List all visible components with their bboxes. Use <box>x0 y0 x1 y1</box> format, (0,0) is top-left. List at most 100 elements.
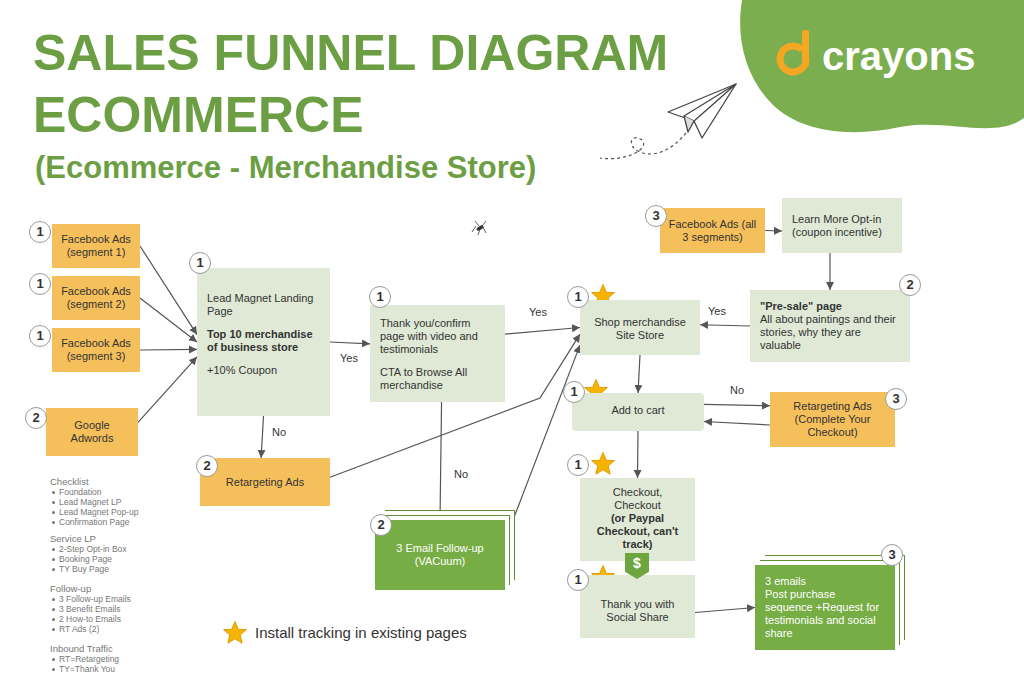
flow-arrow <box>637 431 639 478</box>
callout-number: 2 <box>25 407 47 429</box>
box-subtext: (or Paypal Checkout, can't track) <box>590 512 685 551</box>
callout-number: 1 <box>29 221 51 243</box>
edge-label: Yes <box>338 352 360 365</box>
email-box: 3 Email Follow-up (VACuum) <box>375 520 505 590</box>
flow-arrow <box>505 345 580 541</box>
flow-arrow <box>138 357 197 423</box>
checklist-heading: Checklist <box>50 476 89 487</box>
checklist-item: 2 How-to Emails <box>50 614 121 624</box>
edge-label: No <box>270 426 288 439</box>
box-text: Thank you/confirm page with video and te… <box>380 317 495 356</box>
box-text: Learn More Opt-in (coupon incentive) <box>792 213 892 239</box>
checklist-item: Booking Page <box>50 554 112 564</box>
mosquito <box>472 221 486 235</box>
box-subtext: Post purchase sequence +Request for test… <box>765 588 885 640</box>
callout-number: 3 <box>885 388 907 410</box>
page-box: Thank you/confirm page with video and te… <box>370 305 505 402</box>
callout-number: 1 <box>567 569 589 591</box>
traffic-box: Retargeting Ads <box>200 458 330 506</box>
flow-arrow <box>695 608 755 613</box>
callout-number: 3 <box>645 205 667 227</box>
page-box: Lead Magnet Landing PageTop 10 merchandi… <box>197 268 330 416</box>
edge-label: Yes <box>706 305 728 318</box>
checklist-heading: Inbound Traffic <box>50 643 113 654</box>
traffic-box: Facebook Ads (segment 1) <box>52 224 140 268</box>
callout-number: 3 <box>881 544 903 566</box>
flow-arrow <box>704 422 770 426</box>
box-text: Retargeting Ads (Complete Your Checkout) <box>778 400 887 439</box>
logo-icon <box>780 30 809 72</box>
box-text: Retargeting Ads <box>208 476 322 489</box>
checklist-item: 3 Follow-up Emails <box>50 594 131 604</box>
tracking-star <box>592 453 615 475</box>
page-box: Add to cart <box>572 393 704 431</box>
flow-arrow <box>700 325 750 326</box>
logo-text: crayons <box>822 34 975 79</box>
paper-plane <box>668 84 736 138</box>
box-text: Thank you with Social Share <box>590 598 685 624</box>
callout-number: 2 <box>370 514 392 536</box>
box-text: 3 emails <box>765 575 885 588</box>
checklist-item: Foundation <box>50 487 102 497</box>
callout-number: 1 <box>189 252 211 274</box>
page-box: "Pre-sale" pageAll about paintings and t… <box>750 290 910 362</box>
box-subtext: Top 10 merchandise of business store <box>207 328 320 354</box>
checklist-item: RT Ads (2) <box>50 624 99 634</box>
flow-arrow <box>440 402 442 520</box>
box-text: Checkout, Checkout <box>590 486 685 512</box>
flow-arrow <box>140 298 197 342</box>
email-box: 3 emailsPost purchase sequence +Request … <box>755 565 895 650</box>
box-text: Google Adwords <box>54 419 130 445</box>
box-text: Shop merchandise Site Store <box>590 316 690 342</box>
flow-arrow <box>261 416 263 458</box>
checklist-item: TY=Thank You <box>50 664 115 674</box>
box-text: Facebook Ads (segment 3) <box>60 337 132 363</box>
checklist-item: Lead Magnet Pop-up <box>50 507 138 517</box>
box-text: Facebook Ads (segment 1) <box>60 233 132 259</box>
legend-text: Install tracking in existing pages <box>255 624 467 642</box>
page-box: Shop merchandise Site Store <box>580 300 700 355</box>
title: SALES FUNNEL DIAGRAM ECOMMERCE <box>33 22 673 146</box>
callout-number: 2 <box>899 274 921 296</box>
checklist-item: 2-Step Opt-in Box <box>50 544 127 554</box>
flow-arrow <box>638 355 640 393</box>
traffic-box: Retargeting Ads (Complete Your Checkout) <box>770 392 895 447</box>
legend-star <box>224 622 247 644</box>
box-subtext: All about paintings and their stories, w… <box>760 313 900 352</box>
flow-arrow <box>140 349 197 351</box>
box-text: 3 Email Follow-up (VACuum) <box>385 542 495 568</box>
traffic-box: Facebook Ads (segment 2) <box>52 276 140 320</box>
flow-arrow <box>505 328 580 335</box>
callout-number: 1 <box>29 273 51 295</box>
checklist-heading: Service LP <box>50 533 96 544</box>
callout-number: 1 <box>563 381 585 403</box>
flow-arrow <box>330 342 370 344</box>
callout-number: 2 <box>196 455 218 477</box>
checklist-item: TY Buy Page <box>50 564 109 574</box>
flow-arrow <box>829 253 830 290</box>
callout-number: 1 <box>369 286 391 308</box>
edge-label: No <box>728 384 746 397</box>
checklist-item: Lead Magnet LP <box>50 497 121 507</box>
edge-label: No <box>452 468 470 481</box>
box-text: "Pre-sale" page <box>760 300 900 313</box>
plane-trail <box>600 133 686 159</box>
box-text: Add to cart <box>582 404 694 417</box>
callout-number: 1 <box>567 286 589 308</box>
flow-arrow <box>704 404 770 405</box>
traffic-box: Facebook Ads (segment 3) <box>52 328 140 372</box>
callout-number: 1 <box>567 454 589 476</box>
box-text: Lead Magnet Landing Page <box>207 292 320 318</box>
checklist-heading: Follow-up <box>50 583 91 594</box>
box-subtext: +10% Coupon <box>207 364 320 377</box>
logo-blob <box>740 0 1024 132</box>
box-subtext: CTA to Browse All merchandise <box>380 366 495 392</box>
subtitle: (Ecommerce - Merchandise Store) <box>35 150 536 186</box>
traffic-box: Google Adwords <box>46 408 138 456</box>
callout-number: 1 <box>29 325 51 347</box>
flow-arrow <box>765 230 782 232</box>
traffic-box: Facebook Ads (all 3 segments) <box>660 208 765 253</box>
edge-label: Yes <box>527 306 549 319</box>
page-box: Learn More Opt-in (coupon incentive) <box>782 198 902 253</box>
checklist-item: 3 Benefit Emails <box>50 604 120 614</box>
